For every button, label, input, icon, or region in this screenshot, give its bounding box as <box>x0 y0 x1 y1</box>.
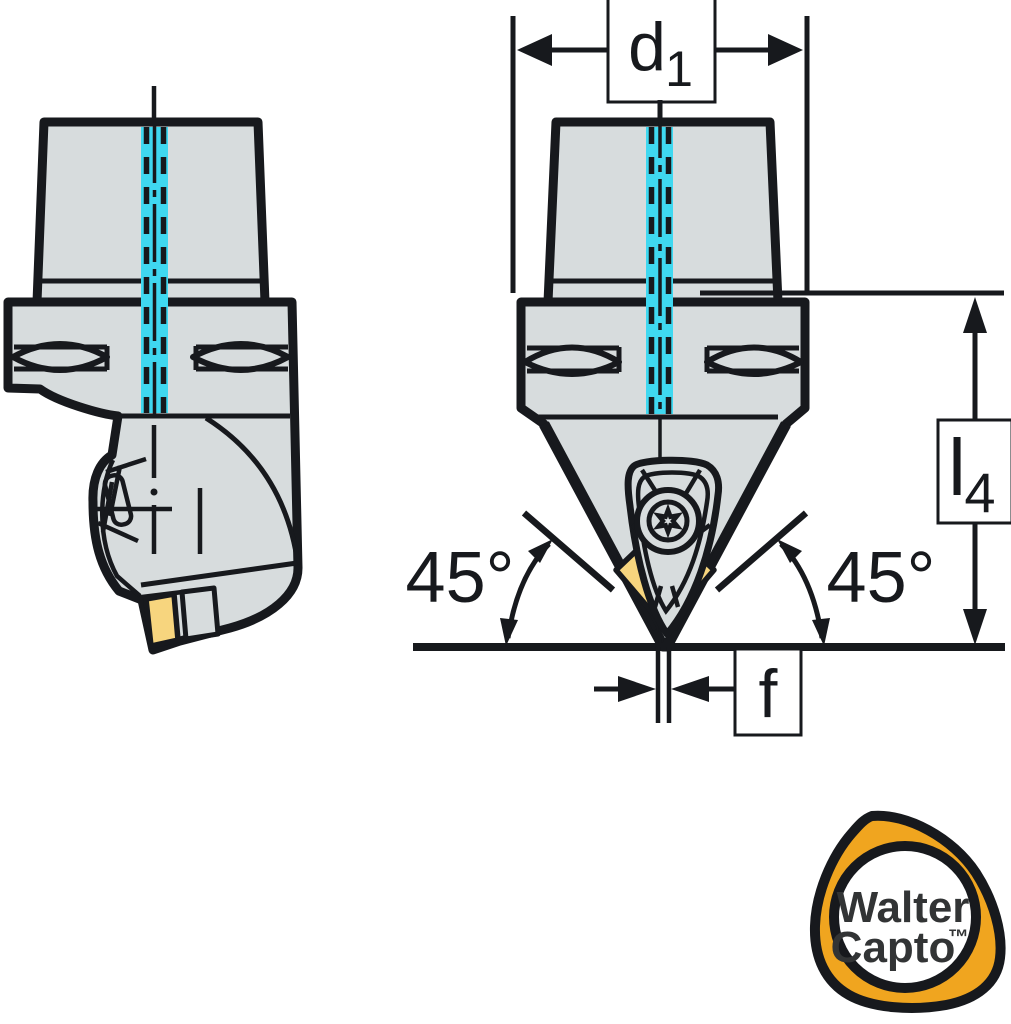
arrowhead-right <box>768 34 803 66</box>
arrowhead-left <box>517 34 552 66</box>
dimension-f: f <box>594 647 803 737</box>
walter-capto-logo: Walter Capto ™ <box>809 810 1006 1013</box>
torx-socket-icon <box>652 503 684 539</box>
dim-label-box <box>733 647 803 737</box>
dimension-d1: d 1 <box>510 0 810 293</box>
clamp-screw <box>634 487 702 555</box>
tool-front-view <box>516 100 810 652</box>
logo-text-line1: Walter <box>837 883 970 932</box>
cutting-insert-side <box>143 591 181 649</box>
arrowhead-left <box>671 676 709 702</box>
dim-label-f: f <box>759 656 778 732</box>
head-detail-lines <box>96 413 301 600</box>
flange-slot-left <box>522 344 622 377</box>
dim-label-box <box>936 418 1011 525</box>
dim-label-box <box>606 0 717 104</box>
tool-side-view <box>3 86 303 655</box>
flange-slot-right <box>704 344 804 377</box>
arrowhead-right <box>618 676 656 702</box>
dim-label-l4: l <box>948 423 966 512</box>
angle-label-right: 45° <box>827 538 936 618</box>
logo-inner-circle <box>829 841 981 993</box>
dim-label-l4-sub: 4 <box>964 461 995 524</box>
dim-label-d1: d <box>628 9 666 85</box>
logo-text-line2: Capto <box>831 923 956 972</box>
flange-slot-left <box>10 341 110 373</box>
arrowhead-up <box>963 297 987 333</box>
dim-label-d1-sub: 1 <box>665 41 693 97</box>
insert-seat-side <box>179 585 221 642</box>
angle-annotation-left: 45° <box>406 510 616 646</box>
angle-reference-line <box>714 510 809 593</box>
logo-trademark: ™ <box>948 926 969 949</box>
angle-label-left: 45° <box>406 538 515 618</box>
angle-reference-line <box>521 510 616 593</box>
arrowhead-down <box>963 609 987 645</box>
angle-annotation-right: 45° <box>714 510 936 646</box>
dimension-l4: l 4 <box>700 290 1011 645</box>
flange-slot-right <box>190 341 291 373</box>
